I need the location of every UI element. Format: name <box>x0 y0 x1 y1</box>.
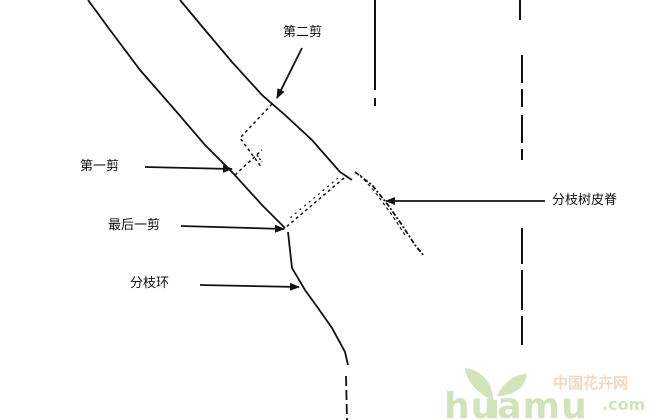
arrow-branch-collar <box>199 282 300 291</box>
branch-bark-ridge-line-2 <box>359 174 406 236</box>
second-cut-label: 第二剪 <box>283 25 323 40</box>
second-cut-line <box>239 103 273 169</box>
watermark-main-text: huamu <box>444 386 588 420</box>
trunk-left-edge-lower <box>345 375 348 420</box>
watermark-suffix-text: .com <box>602 395 646 414</box>
arrow-last-cut <box>180 224 285 233</box>
trunk-left-edge <box>287 231 349 366</box>
branch-upper-edge <box>179 0 353 181</box>
branch-bark-ridge-label: 分枝树皮脊 <box>552 193 618 208</box>
arrow-second-cut <box>276 47 303 99</box>
leaf-sprout-icon <box>465 368 527 418</box>
last-cut-line <box>284 177 345 229</box>
branch-collar-label: 分枝环 <box>130 276 170 291</box>
branch-bark-ridge-line <box>354 171 425 257</box>
last-cut-label: 最后一剪 <box>108 218 161 233</box>
arrow-first-cut <box>144 164 233 173</box>
first-cut-label: 第一剪 <box>80 159 120 174</box>
first-cut-line <box>234 149 263 176</box>
branch-lower-edge <box>87 0 286 229</box>
watermark-cn-text: 中国花卉网 <box>553 374 629 392</box>
first-cut-notch <box>256 154 263 163</box>
last-cut-line-2 <box>289 177 339 219</box>
